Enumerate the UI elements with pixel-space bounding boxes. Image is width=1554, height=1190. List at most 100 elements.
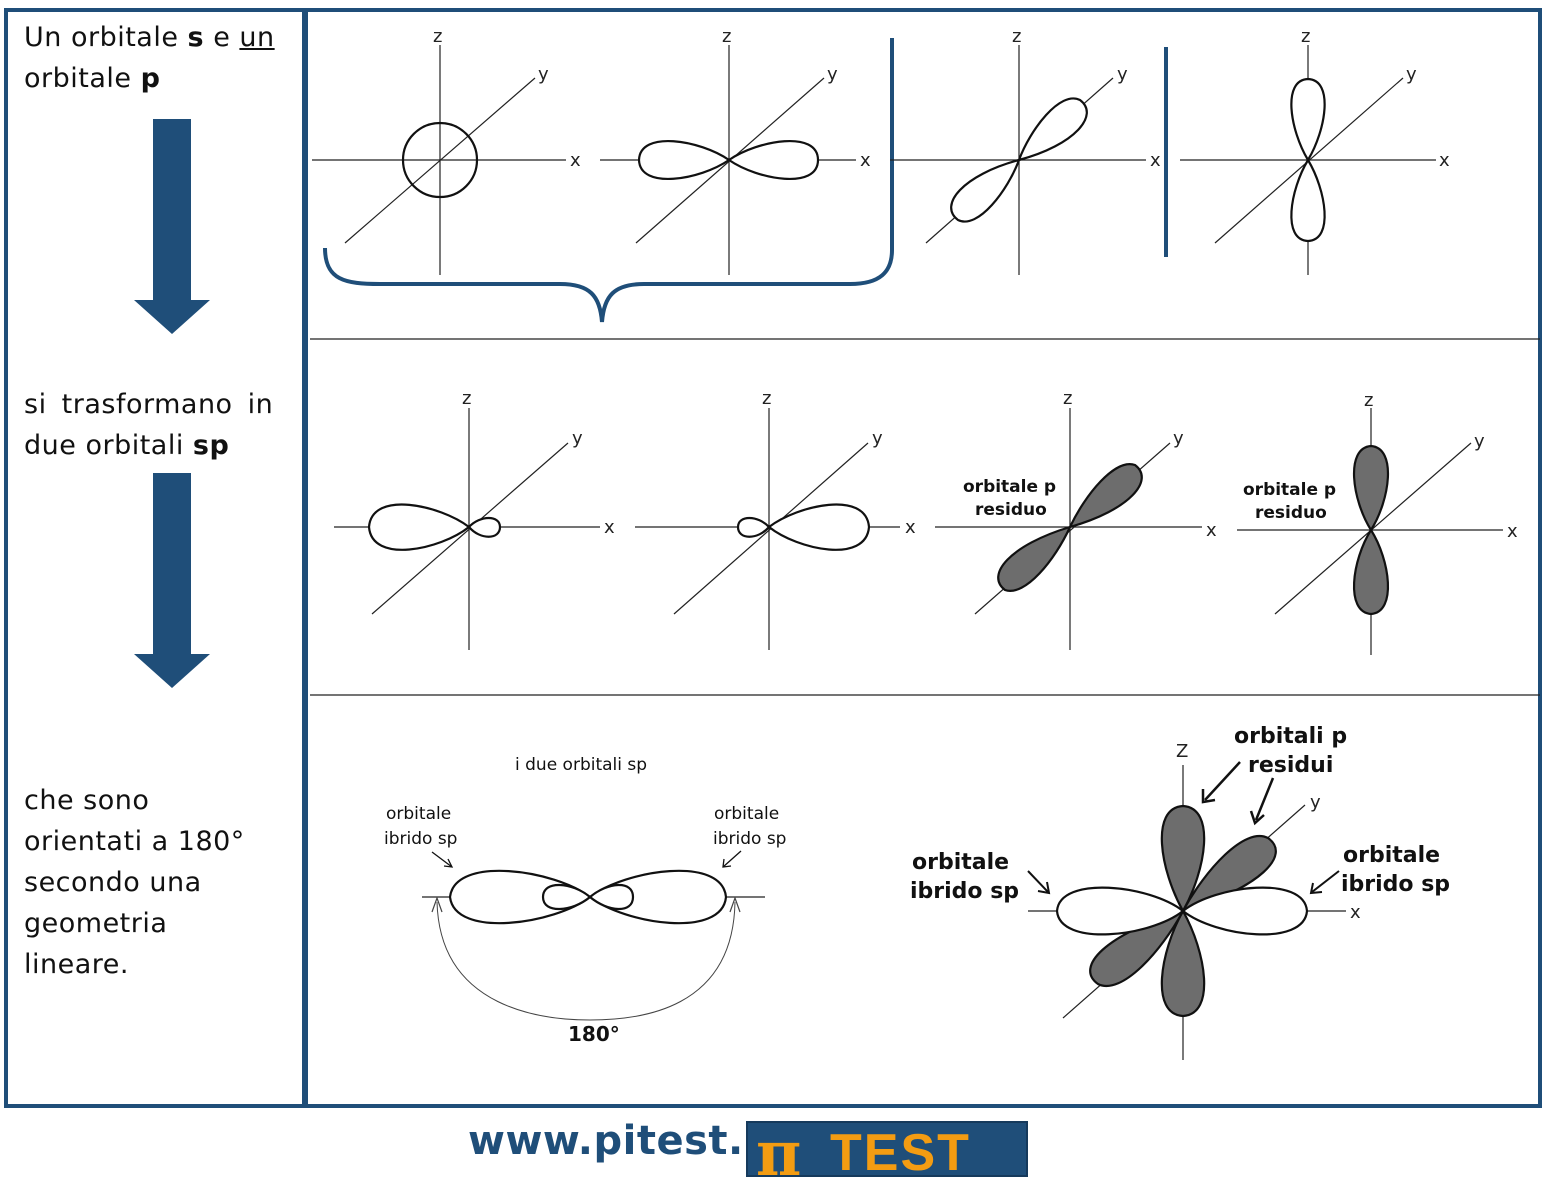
right-hybrid-line1: orbitale: [714, 804, 779, 824]
axis-y-label: y: [1173, 428, 1184, 449]
left-hybrid-line1: orbitale: [912, 850, 1009, 875]
axis-x-label: x: [1439, 150, 1450, 171]
axis-y-label: y: [1406, 64, 1417, 85]
axis-z-label: z: [1301, 26, 1310, 47]
p-lobe-gray: [1160, 804, 1206, 914]
axis-y-label: y: [827, 64, 838, 85]
column-divider: [302, 8, 308, 1108]
left-hybrid-line2: ibrido sp: [910, 879, 1019, 904]
py-orbital-panel: z y x: [890, 26, 1161, 275]
text-linear-line: geometria: [24, 908, 168, 939]
text-block-linear: che sono orientati a 180° secondo una ge…: [24, 780, 294, 985]
down-arrow-icon: [134, 473, 210, 688]
group-brace: [323, 38, 894, 323]
residual-label-line2: residuo: [1255, 503, 1327, 523]
text-linear-line: orientati a 180°: [24, 826, 245, 857]
axis-z-label: z: [1364, 390, 1373, 411]
axis-z-label: z: [722, 26, 731, 47]
axis-x-label: x: [1150, 150, 1161, 171]
sp-lobe-large: [448, 869, 592, 925]
sp-combined-diagram: Z y x orbitali p residui orbitale ibrido…: [910, 724, 1450, 1060]
text-mid: e: [204, 22, 240, 53]
text-prefix: Un orbitale: [24, 22, 188, 53]
sp-lobe-large: [1055, 886, 1185, 936]
pi-icon: π: [756, 1117, 802, 1190]
left-hybrid-line1: orbitale: [386, 804, 451, 824]
axis-y-label: y: [1474, 431, 1485, 452]
text-linear-line: lineare.: [24, 949, 129, 980]
axis-x-label: x: [860, 150, 871, 171]
axis-x-label: x: [1350, 902, 1361, 923]
main-frame: [4, 8, 1542, 1108]
p-lobe-gray: [1352, 444, 1390, 533]
p-lobe: [727, 140, 820, 180]
axis-y-label: y: [538, 64, 549, 85]
p-lobe: [1290, 77, 1326, 163]
p-lobe-gray: [997, 525, 1073, 592]
p-lobe-gray: [1160, 908, 1206, 1018]
axis-z-label: z: [462, 388, 471, 409]
axis-x-label: x: [905, 517, 916, 538]
sp-lobe-large: [588, 869, 728, 925]
text-orbitale: orbitale: [24, 63, 141, 94]
sp-lobe-small: [541, 883, 592, 911]
residual-label-line2: residuo: [975, 500, 1047, 520]
text-transform-line1: si trasformano in: [24, 389, 274, 420]
text-linear-line: secondo una: [24, 867, 202, 898]
residual-py-panel: z y x orbitale p residuo: [935, 388, 1217, 650]
p-lobe-gray: [1067, 463, 1143, 529]
residual-label-line1: orbitale p: [963, 477, 1056, 497]
text-sp: sp: [192, 430, 230, 461]
axis-y-label: y: [572, 428, 583, 449]
p-lobe: [1290, 157, 1326, 243]
text-linear-line: che sono: [24, 785, 150, 816]
pz-orbital-panel: z y x: [1180, 26, 1450, 275]
sp-pair-title: i due orbitali sp: [515, 755, 647, 775]
residual-label-line1: orbitale p: [1243, 480, 1336, 500]
p-lobe: [950, 158, 1021, 223]
residual-p-line2: residui: [1248, 753, 1333, 778]
s-orbital-panel: z y x: [312, 26, 581, 275]
text-p: p: [140, 63, 161, 94]
p-lobe: [637, 140, 731, 180]
axis-x-label: x: [1206, 520, 1217, 541]
sp-lobe-large: [1181, 886, 1309, 936]
axis-x-label: x: [604, 517, 615, 538]
logo-text: TEST: [830, 1124, 971, 1182]
axis-y-label: y: [1117, 64, 1128, 85]
text-block-transform: si trasformano in due orbitali sp: [24, 384, 294, 466]
axis-z-label: Z: [1176, 741, 1188, 762]
sp-lobe-small: [467, 516, 502, 538]
right-hybrid-line1: orbitale: [1343, 843, 1440, 868]
axis-z-label: z: [762, 388, 771, 409]
axis-x-label: x: [570, 150, 581, 171]
text-un: un: [239, 22, 275, 53]
right-hybrid-line2: ibrido sp: [1341, 872, 1450, 897]
sp-hybrid-right-panel: z y x: [635, 388, 916, 650]
axis-z-label: z: [1012, 26, 1021, 47]
text-block-s-p: Un orbitale s e un orbitale p: [24, 17, 294, 99]
sp-lobe-large: [767, 503, 871, 551]
sp-pair-diagram: i due orbitali sp orbitale ibrido sp orb…: [384, 755, 786, 1046]
left-hybrid-line2: ibrido sp: [384, 829, 457, 849]
axis-y-label: y: [872, 428, 883, 449]
sp-lobe-small: [588, 883, 635, 911]
website-url[interactable]: www.pitest.it: [468, 1118, 778, 1164]
p-lobe: [1017, 97, 1088, 162]
text-transform-prefix: due orbitali: [24, 430, 193, 461]
p-lobe-gray: [1352, 527, 1390, 616]
angle-arc: [436, 901, 736, 1021]
sp-hybrid-left-panel: z y x: [334, 388, 615, 650]
pitest-logo: π TEST: [746, 1117, 1028, 1190]
down-arrow-icon: [134, 119, 210, 334]
residual-pz-panel: z y x orbitale p residuo: [1237, 390, 1518, 655]
axis-y-label: y: [1310, 792, 1321, 813]
s-orbital-sphere: [401, 121, 479, 199]
angle-label: 180°: [568, 1022, 620, 1046]
px-orbital-panel: z y x: [600, 26, 871, 275]
sp-lobe-small: [736, 516, 771, 538]
axis-z-label: z: [433, 26, 442, 47]
right-hybrid-line2: ibrido sp: [713, 829, 786, 849]
axis-x-label: x: [1507, 521, 1518, 542]
